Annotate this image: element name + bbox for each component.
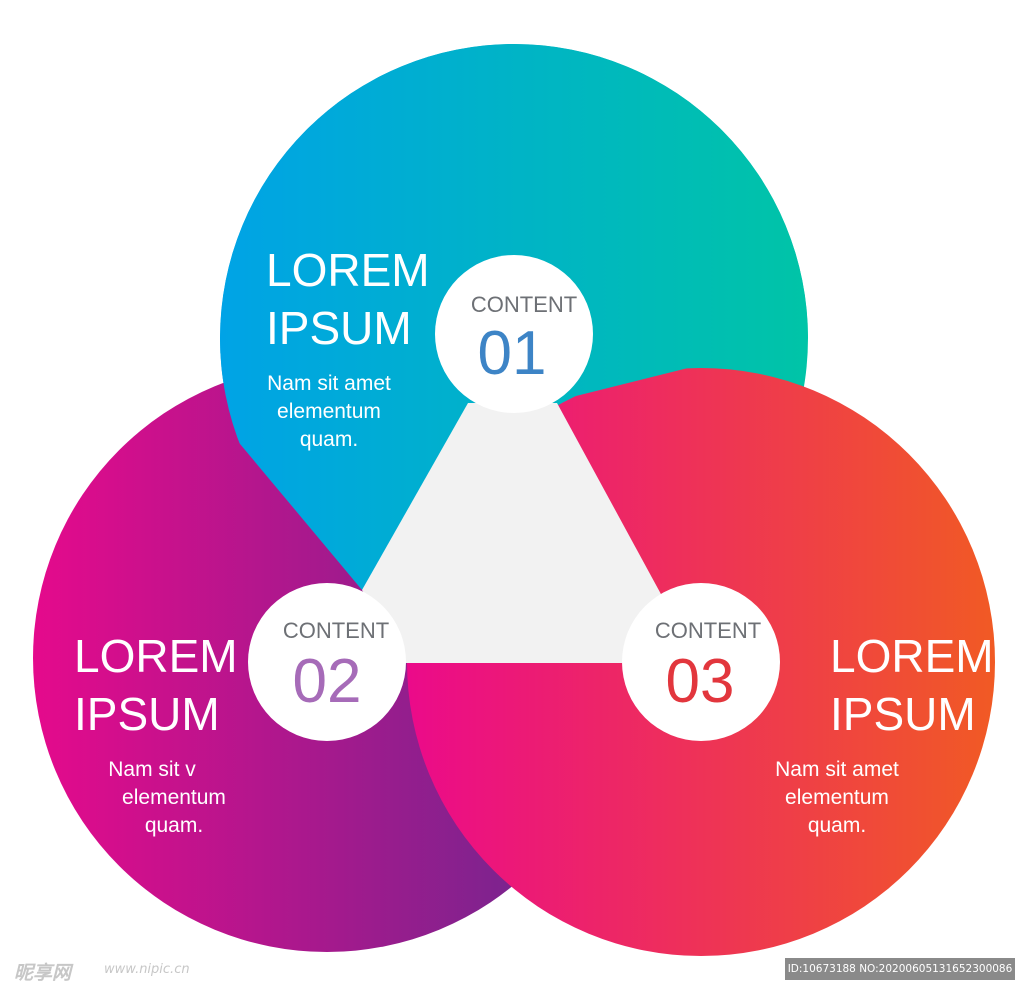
badge-01-label: CONTENT	[471, 292, 577, 317]
section-03-title-line2: IPSUM	[830, 688, 976, 740]
section-02-text-line3: quam.	[145, 814, 203, 837]
section-03-text-line1: Nam sit amet	[775, 758, 899, 781]
badge-02-number: 02	[293, 647, 362, 716]
badge-03-number: 03	[666, 647, 735, 716]
watermark-url: www.nipic.cn	[104, 962, 190, 977]
section-01-text-line2: elementum	[277, 400, 381, 423]
section-02-text-line2: elementum	[122, 786, 226, 809]
section-03-text-line2: elementum	[785, 786, 889, 809]
watermark-id: ID:10673188 NO:20200605131652300086	[785, 958, 1015, 980]
badge-02	[248, 583, 406, 741]
section-01-title-line1: LOREM	[266, 244, 430, 296]
section-01-text-line3: quam.	[300, 428, 358, 451]
badge-03	[622, 583, 780, 741]
section-02-title-line2: IPSUM	[74, 688, 220, 740]
section-03-text-line3: quam.	[808, 814, 866, 837]
badge-01	[435, 255, 593, 413]
center-triangle	[362, 403, 662, 663]
section-03-title-line1: LOREM	[830, 630, 994, 682]
section-01-text-line1: Nam sit amet	[267, 372, 391, 395]
badge-03-label: CONTENT	[655, 618, 761, 643]
section-01-title-line2: IPSUM	[266, 302, 412, 354]
section-02-title-line1: LOREM	[74, 630, 238, 682]
watermark-left: 昵享网 www.nipic.cn	[14, 958, 214, 984]
badge-02-label: CONTENT	[283, 618, 389, 643]
section-02-text-line1: Nam sit v	[108, 758, 196, 781]
badge-01-number: 01	[478, 319, 547, 388]
watermark-logo: 昵享网	[14, 962, 72, 984]
